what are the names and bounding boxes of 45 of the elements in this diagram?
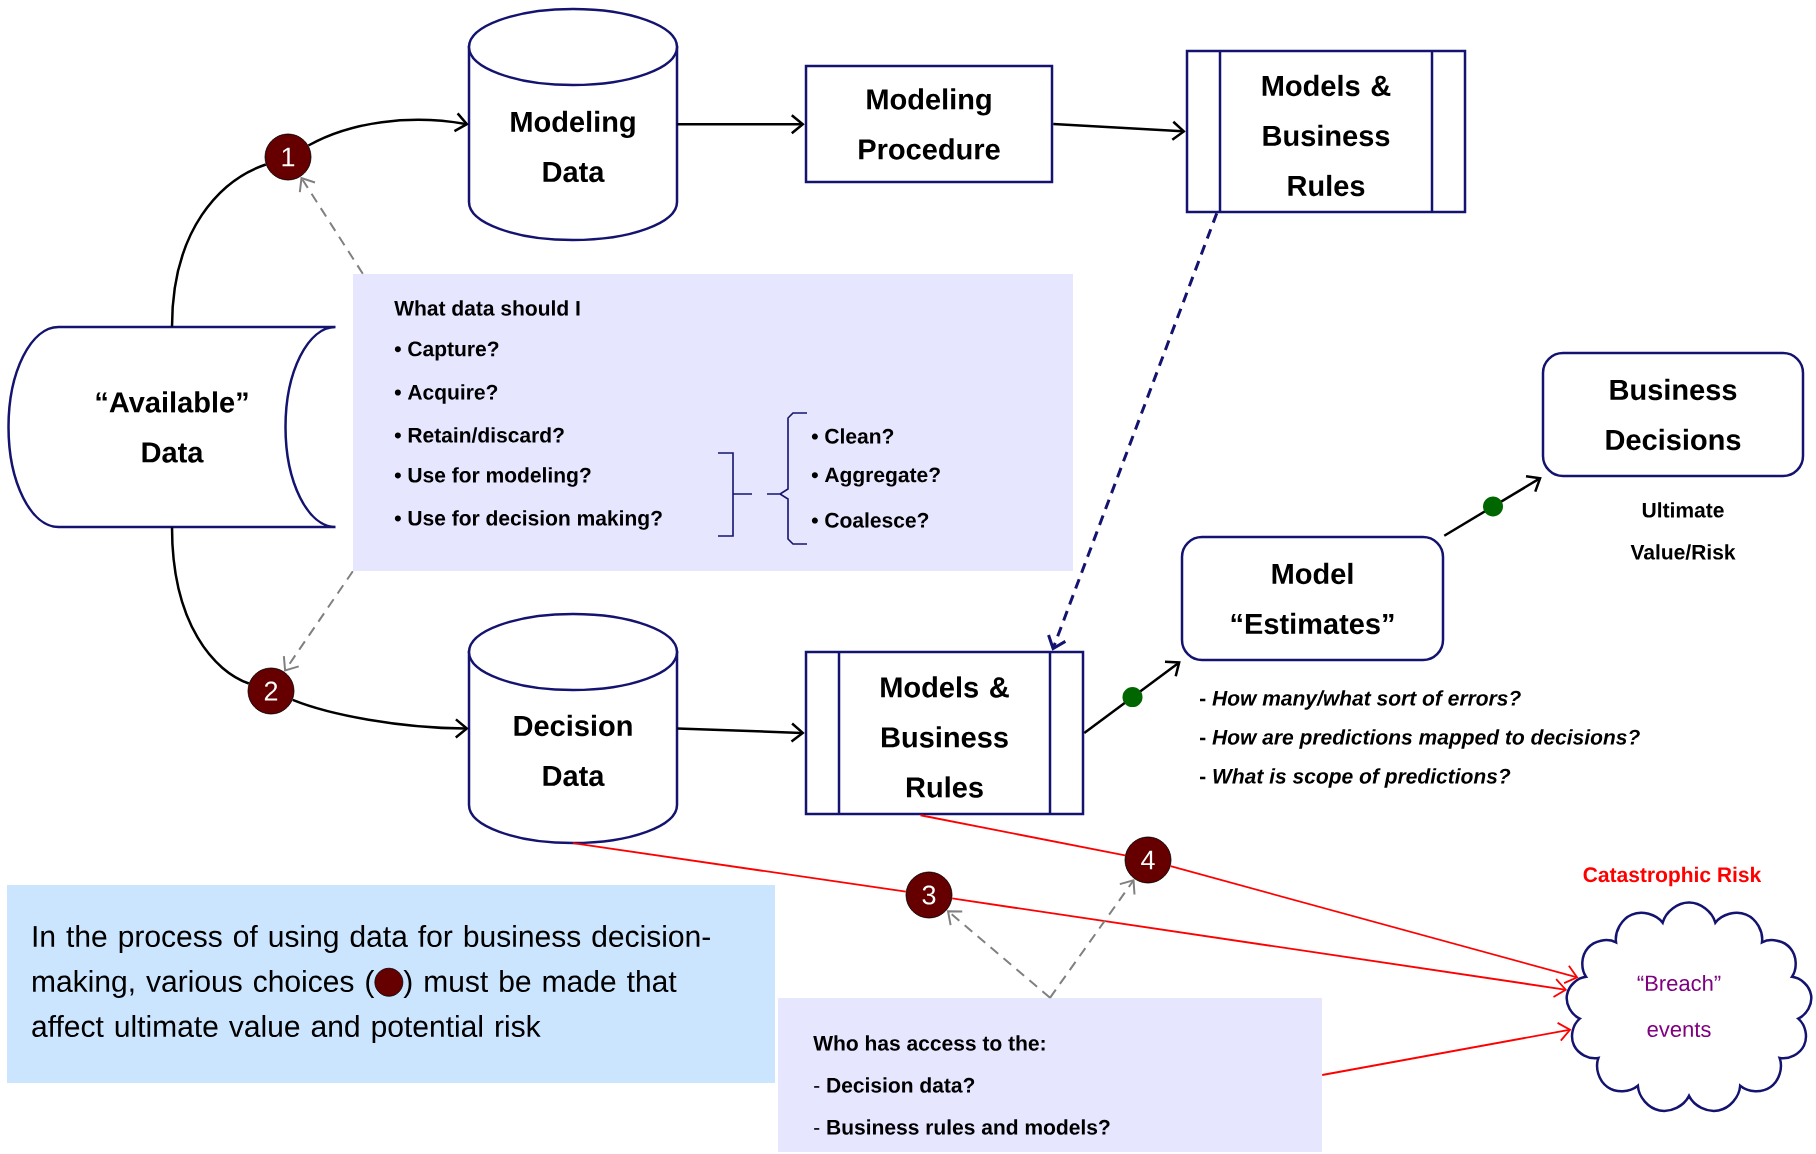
list-item: • Acquire? <box>394 384 498 404</box>
connector-line <box>170 163 267 327</box>
data-cylinder: Decision Data <box>467 612 679 845</box>
list-item: • Aggregate? <box>811 467 940 487</box>
arrow <box>1169 865 1579 985</box>
data-cylinder: “Available” Data <box>7 325 337 529</box>
process-box: Models & Business Rules <box>804 650 1085 816</box>
arrow <box>677 722 805 743</box>
list-item: - Business rules and models? <box>814 1119 1110 1135</box>
note-box: In the process of using data for business decision-making, various choices ( ) must be made that affect ultimate value and potential risk <box>7 885 775 1083</box>
list-item: • Retain/discard? <box>394 427 564 443</box>
annotation-text: Ultimate Value/Risk <box>1630 502 1736 560</box>
connector-line <box>572 842 907 893</box>
rounded-box: Business Decisions <box>1541 351 1805 478</box>
rounded-box: Model “Estimates” <box>1180 535 1445 662</box>
data-cylinder: Modeling Data <box>467 7 679 242</box>
annotation-text: - What is scope of predictions? <box>1200 768 1511 788</box>
arrow <box>1047 212 1219 651</box>
arrow <box>1049 879 1136 999</box>
list-item: • Use for modeling? <box>394 467 591 487</box>
list-item: • Coalesce? <box>811 512 929 528</box>
arrow <box>298 176 364 275</box>
arrow <box>946 910 1051 999</box>
arrow <box>307 112 469 147</box>
arrow <box>951 897 1568 998</box>
list-item: - Decision data? <box>814 1077 975 1093</box>
arrow <box>677 114 805 135</box>
arrow <box>1321 1021 1572 1076</box>
connector-line <box>919 814 1126 857</box>
annotation-text: - How many/what sort of errors? <box>1200 690 1521 710</box>
arrow <box>1083 660 1181 734</box>
panel-heading: What data should I <box>394 300 580 316</box>
list-item: • Clean? <box>811 428 894 444</box>
annotation-text: - How are predictions mapped to decisions? <box>1200 729 1640 749</box>
connector-line <box>170 527 250 685</box>
list-item: • Capture? <box>394 341 499 361</box>
process-box: Models & Business Rules <box>1185 49 1467 214</box>
list-item: • Use for decision making? <box>394 510 662 530</box>
arrow <box>282 570 354 672</box>
arrow <box>1443 474 1542 537</box>
arrow <box>292 698 469 739</box>
annotation-text: Catastrophic Risk <box>1583 866 1762 887</box>
panel-heading: Who has access to the: <box>813 1035 1045 1051</box>
arrow <box>1053 120 1186 141</box>
process-box: Modeling Procedure <box>804 64 1054 184</box>
